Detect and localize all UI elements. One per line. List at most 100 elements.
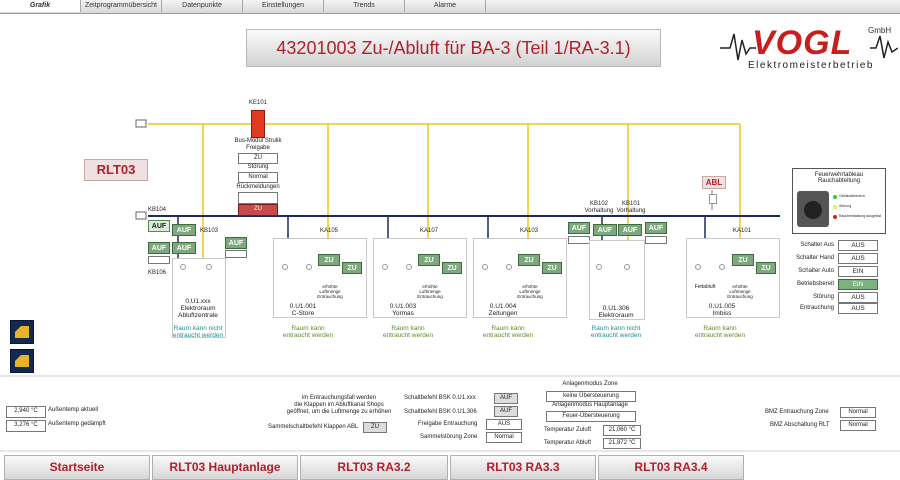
fan-icon <box>282 264 288 270</box>
fire-panel-title2: Rauchabteitung <box>817 178 861 184</box>
status-value-betriebsbereit: EIN <box>838 279 878 290</box>
led-green-icon <box>833 195 837 199</box>
tab-zeitprogramm[interactable]: Zeitprogrammübersicht <box>81 0 162 12</box>
schalt1-value[interactable]: AUF <box>494 393 518 404</box>
damper-kb101b-button[interactable]: AUF <box>645 222 667 234</box>
room-id: 0.U1.004 <box>489 303 517 310</box>
damper-kb102b-button[interactable]: AUF <box>593 224 617 236</box>
note-1: erhöhte <box>322 284 338 289</box>
smoke-status-2: entraucht werden <box>282 332 334 339</box>
damper-kb103-blank <box>225 250 247 258</box>
fan-icon <box>506 264 512 270</box>
damper-kb101-button[interactable]: AUF <box>618 224 642 236</box>
damper-kb102-button[interactable]: AUF <box>568 222 590 234</box>
damper-kb104-button[interactable]: AUF <box>148 220 170 232</box>
bus-module-stoerung-value: Normal <box>238 172 278 183</box>
note-1: erhöhte <box>522 284 538 289</box>
fire-legend-2: Störung <box>839 204 852 208</box>
kb104-label: KB104 <box>148 207 167 213</box>
sammel-label: Sammelschaltbefehl Klappen ABL <box>268 424 359 430</box>
fan-icon <box>719 264 725 270</box>
anlagenmodus-haupt-value: Feuer-Übersteuerung <box>546 411 636 422</box>
tab-einstellungen[interactable]: Einstellungen <box>243 0 324 12</box>
smoke-status-1: Raum kann <box>391 325 425 332</box>
status-value-schalter-aus: AUS <box>838 240 878 251</box>
fan-icon <box>206 264 212 270</box>
page-title: 43201003 Zu-/Abluft für BA-3 (Teil 1/RA-… <box>246 29 661 67</box>
hint-line-2: die Klappen im Abluftkanal Shops <box>294 402 384 408</box>
damper-ka101-button[interactable]: ZU <box>732 254 754 266</box>
aussentemp-value: 2,940 °C <box>6 406 46 418</box>
fan-control-icon[interactable] <box>10 320 34 344</box>
tab-grafik[interactable]: Grafik <box>0 0 81 12</box>
abl-badge: ABL <box>702 176 726 189</box>
damper-ka107b-button[interactable]: ZU <box>442 262 462 274</box>
fan-icon <box>624 264 630 270</box>
ka105-label: KA105 <box>320 228 339 234</box>
damper-ka103-button[interactable]: ZU <box>518 254 540 266</box>
damper-ka103b-button[interactable]: ZU <box>542 262 562 274</box>
rlt03-label: RLT03 <box>84 159 148 181</box>
logo-gmbh: GmbH <box>868 26 892 35</box>
nav-rlt03-ra34-button[interactable]: RLT03 RA3.4 <box>598 455 744 480</box>
tab-datenpunkte[interactable]: Datenpunkte <box>162 0 243 12</box>
schalt2-value[interactable]: AUF <box>494 406 518 417</box>
status-value-schalter-auto: EIN <box>838 266 878 277</box>
tab-alarme[interactable]: Alarme <box>405 0 486 12</box>
aussentemp-label: Außentemp aktuell <box>48 407 99 413</box>
bmz-zone-label: BMZ Entrauchung Zone <box>765 409 829 415</box>
bus-module-name: Bus-Modul Strulik <box>234 138 282 144</box>
room-id: 0.U1.003 <box>389 303 417 310</box>
bus-module-rueck-label: Rückmeldungen <box>236 184 280 190</box>
fire-legend-1: Gebäudebereich <box>839 194 865 198</box>
damper-ka107-button[interactable]: ZU <box>418 254 440 266</box>
bus-module-zu: ZU <box>238 153 278 164</box>
room-name: Yormas <box>392 310 414 317</box>
ka101-label: KA101 <box>733 228 752 234</box>
smoke-status-2: entraucht werden <box>172 332 224 339</box>
status-value-stoerung: AUS <box>838 292 878 303</box>
logo-wave-icon <box>720 33 899 61</box>
status-value-schalter-hand: AUS <box>838 253 878 264</box>
fan-control-icon[interactable] <box>10 349 34 373</box>
unit-imbiss <box>686 238 780 318</box>
fan-icon <box>306 264 312 270</box>
damper-kb104b-button[interactable]: AUF <box>172 224 196 236</box>
damper-kb106b-button[interactable]: AUF <box>172 242 196 254</box>
bmz-rlt-value: Normal <box>840 420 876 431</box>
nav-startseite-button[interactable]: Startseite <box>4 455 150 480</box>
status-label-entrauchung: Entrauchung <box>799 305 834 311</box>
kb106-label: KB106 <box>148 270 167 276</box>
status-label-betriebsbereit: Betriebsbereit <box>796 281 834 287</box>
smoke-status-1: Raum kann <box>291 325 325 332</box>
abl-sensor-icon <box>709 194 717 204</box>
note-3: Entrauchung <box>727 294 753 299</box>
room-subname: Abluftzentrale <box>178 312 218 319</box>
damper-ka105-button[interactable]: ZU <box>318 254 340 266</box>
nav-rlt03-ra33-button[interactable]: RLT03 RA3.3 <box>450 455 596 480</box>
nav-rlt03-hauptanlage-button[interactable]: RLT03 Hauptanlage <box>152 455 298 480</box>
bus-module-rueck-value: ZU <box>238 204 278 216</box>
schalt1-label: Schaltbefehl BSK 0.U1.xxx <box>404 395 476 401</box>
sammel-value[interactable]: ZU <box>363 422 387 433</box>
unit-elektroraum-306 <box>589 240 645 320</box>
status-label-schalter-auto: Schalter Auto <box>798 268 834 274</box>
tab-trends[interactable]: Trends <box>324 0 405 12</box>
smoke-status-2: entraucht werden <box>694 332 746 339</box>
room-id: 0.U1.001 <box>289 303 317 310</box>
nav-rlt03-ra32-button[interactable]: RLT03 RA3.2 <box>300 455 448 480</box>
freigabe-value: AUS <box>486 419 522 430</box>
bus-module-icon[interactable] <box>251 110 265 138</box>
smoke-status-1: Raum kann nicht <box>591 325 641 332</box>
damper-ka105b-button[interactable]: ZU <box>342 262 362 274</box>
schalt2-label: Schaltbefehl BSK 0.U1.306 <box>404 409 477 415</box>
room-name: Elektroraum <box>598 312 634 319</box>
bmz-rlt-label: BMZ Abschaltung RLT <box>770 422 830 428</box>
damper-kb103-button[interactable]: AUF <box>225 237 247 249</box>
fire-key-switch-icon[interactable] <box>797 191 829 227</box>
anlagenmodus-haupt-label: Anlagenmodus Hauptanlage <box>552 402 628 408</box>
smoke-status-1: Raum kann <box>491 325 525 332</box>
damper-ka101b-button[interactable]: ZU <box>756 262 776 274</box>
smoke-status-1: Raum kann <box>703 325 737 332</box>
damper-kb106-button[interactable]: AUF <box>148 242 170 254</box>
